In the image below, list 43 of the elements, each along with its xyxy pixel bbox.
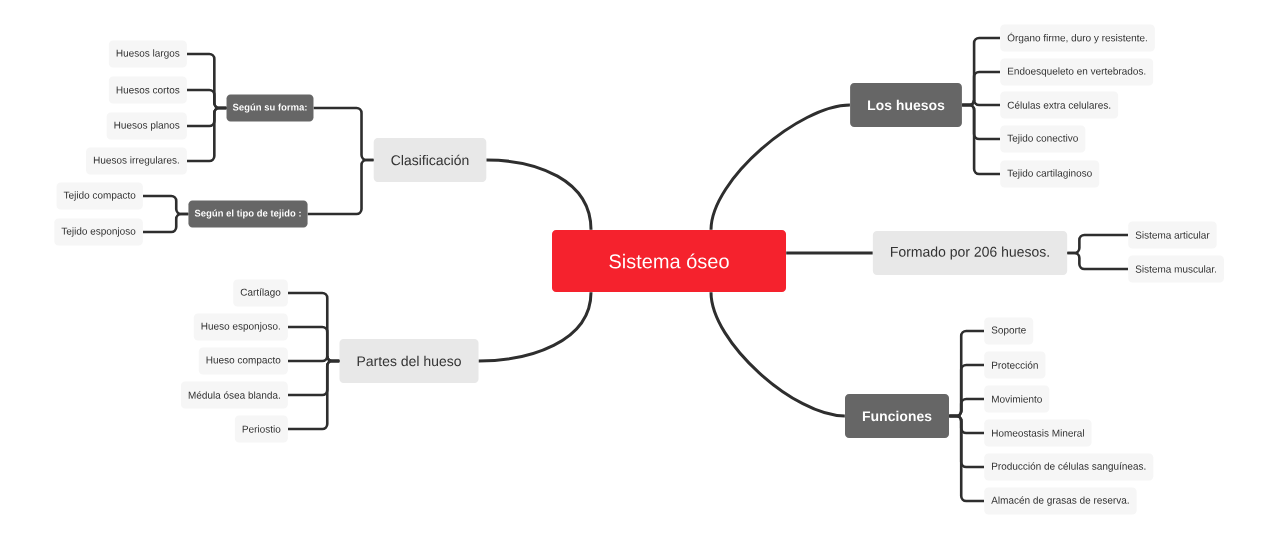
leaf-box: Cartílago xyxy=(233,279,288,307)
leaf-box: Sistema muscular. xyxy=(1128,255,1224,283)
leaf-box: Huesos cortos xyxy=(108,76,187,104)
branch-line xyxy=(962,103,1000,176)
branch-line xyxy=(486,158,593,230)
leaf-box: Huesos irregulares. xyxy=(86,147,187,175)
leaf-box: Hueso compacto xyxy=(198,347,288,375)
branch-line xyxy=(307,158,374,216)
leaf-box: Órgano firme, duro y resistente. xyxy=(1000,24,1155,52)
leaf-box: Médula ósea blanda. xyxy=(180,381,288,409)
topic-box: Partes del hueso xyxy=(339,339,479,383)
branch-line xyxy=(949,414,984,503)
leaf-box: Tejido esponjoso xyxy=(54,218,143,246)
leaf-box: Huesos planos xyxy=(106,112,187,140)
leaf-box: Endoesqueleto en vertebrados. xyxy=(1000,58,1154,86)
leaf-box: Homeostasis Mineral xyxy=(984,419,1092,447)
branch-line xyxy=(1067,251,1128,271)
leaf-box: Huesos largos xyxy=(108,40,187,68)
leaf-box: Tejido conectivo xyxy=(1000,125,1086,153)
leaf-box: Células extra celulares. xyxy=(1000,91,1119,119)
topic-box: Funciones xyxy=(845,394,949,438)
branch-line xyxy=(288,359,340,431)
leaf-box: Protección xyxy=(984,351,1046,379)
topic-box: Clasificación xyxy=(373,138,487,182)
subtopic-box: Según su forma: xyxy=(226,94,314,122)
leaf-box: Movimiento xyxy=(984,385,1050,413)
branch-line xyxy=(143,212,189,234)
leaf-box: Tejido compacto xyxy=(56,182,143,210)
branch-line xyxy=(786,251,873,255)
branch-line xyxy=(478,292,593,363)
topic-box: Los huesos xyxy=(850,83,962,127)
central-topic-box: Sistema óseo xyxy=(552,230,786,292)
leaf-box: Almacén de grasas de reserva. xyxy=(984,487,1137,515)
leaf-box: Tejido cartilaginoso xyxy=(1000,160,1100,188)
branch-line xyxy=(709,292,845,418)
topic-box: Formado por 206 huesos. xyxy=(872,231,1068,275)
leaf-box: Sistema articular xyxy=(1128,221,1217,249)
leaf-box: Hueso esponjoso. xyxy=(193,313,288,341)
leaf-box: Producción de células sanguíneas. xyxy=(984,453,1154,481)
branch-line xyxy=(709,103,851,230)
branch-line xyxy=(187,106,227,163)
leaf-box: Soporte xyxy=(984,317,1034,345)
subtopic-box: Según el tipo de tejido : xyxy=(188,200,308,228)
